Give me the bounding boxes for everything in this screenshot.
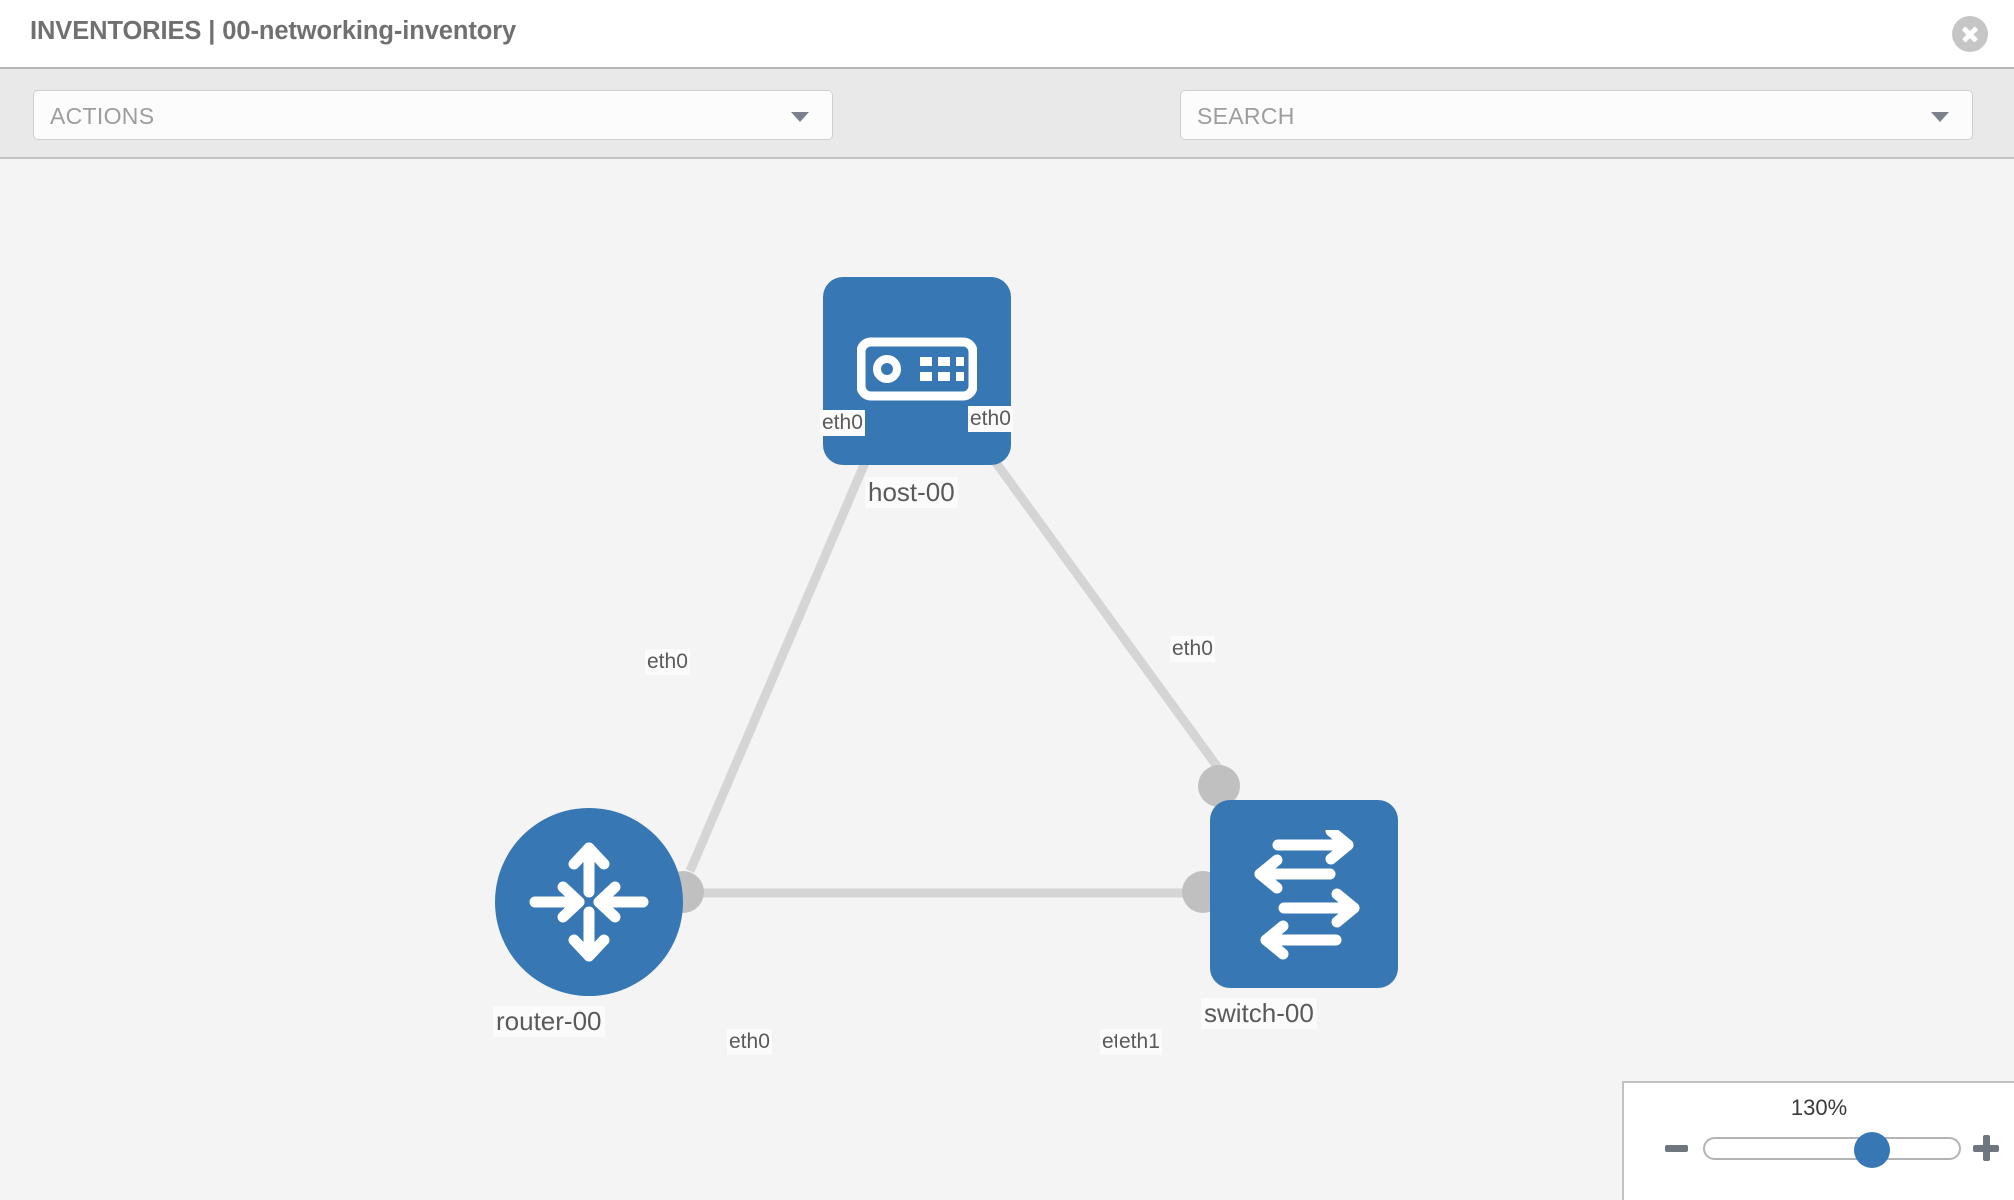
zoom-out-button[interactable]: [1665, 1145, 1688, 1152]
search-input[interactable]: SEARCH: [1180, 90, 1973, 140]
close-icon[interactable]: [1952, 16, 1988, 52]
chevron-down-icon: [791, 112, 809, 122]
page-title: INVENTORIES | 00-networking-inventory: [30, 17, 517, 45]
zoom-in-button[interactable]: [1973, 1135, 1999, 1161]
server-icon: [857, 337, 977, 401]
zoom-slider-thumb[interactable]: [1853, 1132, 1890, 1168]
chevron-down-icon[interactable]: [1931, 112, 1949, 122]
zoom-control-panel: 130%: [1622, 1081, 2014, 1200]
node-switch-00-shape: [1210, 800, 1398, 988]
plus-icon-vertical: [1983, 1135, 1990, 1161]
router-arrows-icon: [529, 842, 649, 962]
edge-label-router00-eth0: eth0: [727, 1029, 772, 1055]
edge-label-switch00-eth1: eth1: [1117, 1029, 1162, 1055]
edge-host00-router00[interactable]: [685, 414, 890, 873]
edge-label-host00-eth0-right: eth0: [968, 406, 1013, 432]
edge-label-router00-eth0-uplink: eth0: [645, 649, 690, 675]
node-router-00-label: router-00: [493, 1006, 605, 1037]
actions-dropdown-label: ACTIONS: [50, 103, 155, 129]
toolbar: ACTIONS SEARCH: [0, 69, 2014, 203]
switch-arrows-icon: [1254, 830, 1360, 960]
search-input-placeholder: SEARCH: [1197, 103, 1295, 129]
edge-label-host00-eth0-left: eth0: [820, 410, 865, 436]
node-switch-00[interactable]: switch-00: [1201, 800, 1398, 1029]
actions-dropdown[interactable]: ACTIONS: [33, 90, 833, 140]
edge-host00-switch00[interactable]: [958, 413, 1239, 794]
zoom-slider[interactable]: [1703, 1132, 1961, 1168]
zoom-level-label: 130%: [1790, 1095, 1848, 1120]
topology-canvas[interactable]: host-00 router-00: [0, 161, 2014, 1200]
node-switch-00-label: switch-00: [1201, 998, 1317, 1029]
topology-edges: [680, 413, 1239, 898]
page-header: INVENTORIES | 00-networking-inventory: [0, 0, 2014, 69]
edge-label-switch00-eth0-uplink: eth0: [1170, 636, 1215, 662]
node-router-00[interactable]: router-00: [493, 808, 683, 1037]
node-host-00[interactable]: host-00: [823, 277, 1011, 508]
node-router-00-shape: [495, 808, 683, 996]
node-host-00-label: host-00: [865, 477, 958, 508]
